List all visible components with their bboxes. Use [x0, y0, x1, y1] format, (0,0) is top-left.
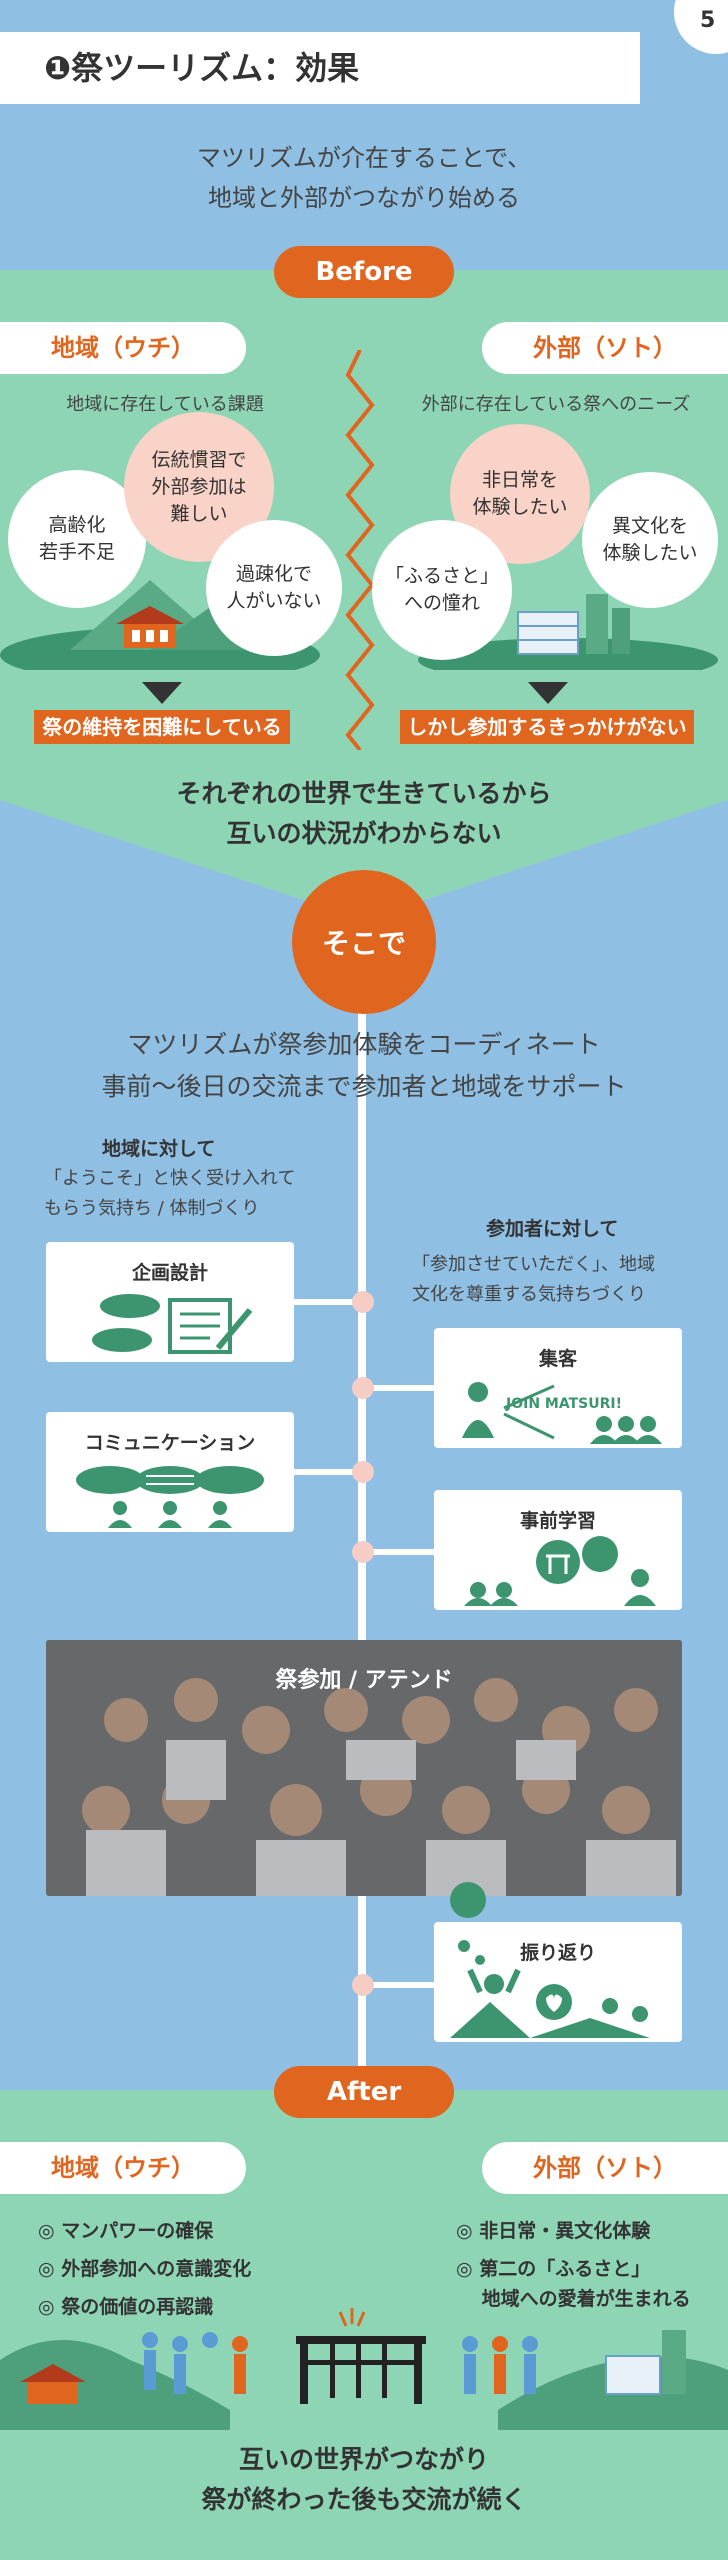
step-planning-card: 企画設計: [46, 1242, 294, 1362]
connector: [294, 1299, 364, 1305]
after-right-item: ◎ 非日常・異文化体験: [456, 2220, 651, 2242]
before-right-header: 外部（ソト）: [482, 322, 728, 374]
page-number: 5: [700, 8, 716, 33]
after-left-item: ◎ 祭の価値の再認識: [38, 2296, 214, 2318]
after-label: After: [274, 2066, 454, 2118]
bubble-hometown: 「ふるさと」 への憧れ: [372, 520, 512, 660]
megaphone-people-icon: [462, 1382, 662, 1444]
step-prelearn-label: 事前学習: [519, 1510, 596, 1532]
green-dot-decoration: [450, 1882, 486, 1918]
timeline-dot: [352, 1377, 374, 1399]
intro-text: マツリズムが介在することで、 地域と外部がつながり始める: [196, 144, 532, 212]
after-left-header: 地域（ウチ）: [0, 2142, 246, 2194]
festival-crowd-image: [46, 1640, 682, 1896]
step-prelearn-card: 事前学習: [434, 1490, 682, 1610]
before-right-result: しかし参加するきっかけがない: [400, 710, 694, 744]
bubble-depopulation: 過疎化で 人がいない: [206, 520, 342, 656]
down-arrow-icon: [528, 682, 568, 704]
zigzag-divider: [345, 350, 375, 750]
bubble-aging: 高齢化 若手不足: [8, 470, 146, 608]
conversation-icon: [76, 1466, 264, 1528]
step-review-label: 振り返り: [519, 1942, 596, 1964]
after-right-item: ◎ 第二の「ふるさと」 地域への愛着が生まれる: [456, 2258, 691, 2310]
timeline-dot: [352, 1974, 374, 1996]
after-right-header: 外部（ソト）: [482, 2142, 728, 2194]
after-left-item: ◎ マンパワーの確保: [38, 2220, 214, 2242]
before-left-caption: 地域に存在している課題: [66, 394, 264, 415]
bubble-culture: 異文化を 体験したい: [582, 472, 718, 608]
soko-label: そこで: [321, 927, 406, 960]
step-communication-label: コミュニケーション: [84, 1432, 256, 1454]
coordinate-text: マツリズムが祭参加体験をコーディネート 事前〜後日の交流まで参加者と地域をサポー…: [101, 1030, 627, 1101]
connected-community-landscape-icon: [0, 2308, 728, 2430]
step-recruit-card: 集客 JOIN MATSURI!: [434, 1328, 682, 1448]
after-left-item: ◎ 外部参加への意識変化: [38, 2258, 252, 2280]
city-landscape-icon: [418, 594, 718, 670]
review-heart-icon: [450, 1940, 650, 2038]
soko-circle: [292, 870, 436, 1014]
step-review-card: 振り返り: [434, 1922, 682, 2042]
join-matsuri-sign: JOIN MATSURI!: [506, 1396, 622, 1412]
page-title-box: [0, 32, 640, 104]
step-communication-card: コミュニケーション: [46, 1412, 294, 1532]
step-recruit-label: 集客: [538, 1348, 577, 1370]
for-participant-title: 参加者に対して: [486, 1218, 619, 1240]
before-left-result: 祭の維持を困難にしている: [34, 710, 290, 744]
down-arrow-icon: [142, 682, 182, 704]
before-left-header: 地域（ウチ）: [0, 322, 246, 374]
connector: [362, 1385, 434, 1391]
timeline-line: [358, 940, 366, 2080]
shrine-learning-icon: [464, 1536, 656, 1606]
for-participant-text: 「参加させていただく」、地域 文化を尊重する気持ちづくり: [412, 1254, 655, 1305]
step-planning-label: 企画設計: [131, 1262, 208, 1284]
timeline-dot: [352, 1541, 374, 1563]
page-title: ❶祭ツーリズム：効果: [44, 49, 360, 87]
timeline-dot: [352, 1461, 374, 1483]
before-conclusion: それぞれの世界で生きているから 互いの状況がわからない: [176, 779, 552, 848]
connector: [362, 1982, 434, 1988]
festival-photo: 祭参加 / アテンド: [46, 1640, 682, 1896]
step-attend-label: 祭参加 / アテンド: [275, 1668, 453, 1693]
timeline-dot: [352, 1291, 374, 1313]
connector: [294, 1469, 364, 1475]
for-region-title: 地域に対して: [102, 1138, 216, 1160]
connector: [362, 1549, 434, 1555]
before-label: Before: [274, 246, 454, 298]
for-region-text: 「ようこそ」と快く受け入れて もらう気持ち / 体制づくり: [44, 1168, 296, 1219]
planning-document-icon: [92, 1294, 253, 1354]
before-right-caption: 外部に存在している祭へのニーズ: [421, 394, 691, 415]
after-conclusion: 互いの世界がつながり 祭が終わった後も交流が続く: [201, 2445, 527, 2514]
